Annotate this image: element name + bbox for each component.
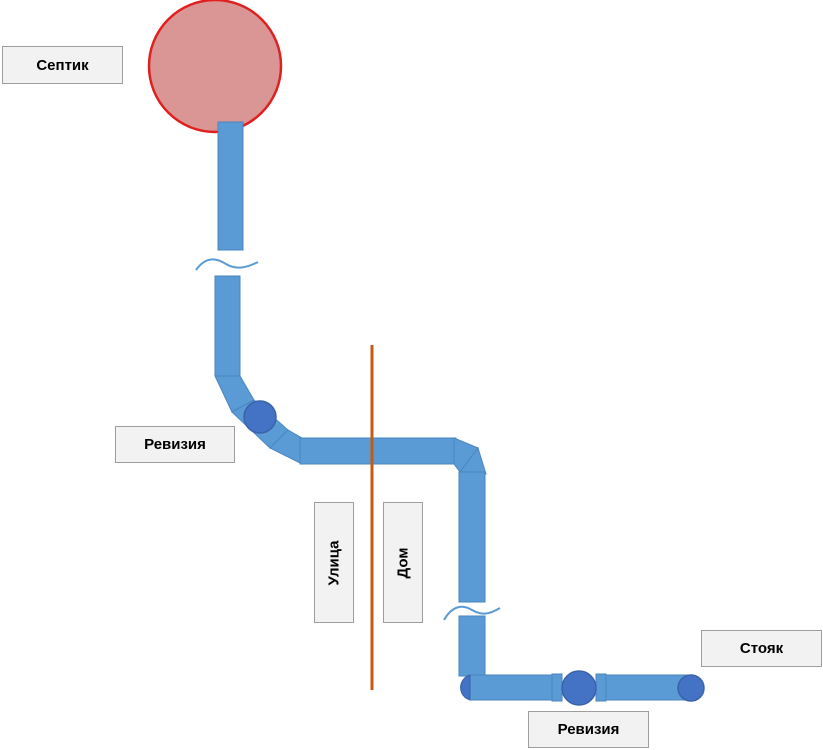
label-revision-top: Ревизия (115, 426, 235, 463)
revision-fitting-bottom (561, 670, 597, 706)
riser-fitting (677, 674, 705, 702)
label-revision-bottom: Ревизия (528, 711, 649, 748)
label-riser: Стояк (701, 630, 822, 667)
pipe-corner-fitting (460, 674, 471, 701)
label-house: Дом (383, 502, 423, 623)
pipe-segment-vertical-2 (458, 471, 486, 603)
pipe-segment-vertical (214, 275, 241, 377)
pipe-segment-bottom (469, 674, 553, 701)
pipe-segment-top (217, 121, 244, 251)
label-street: Улица (314, 502, 354, 623)
septic-tank (147, 0, 283, 134)
label-street-text: Улица (325, 540, 343, 585)
pipe-segment-horizontal (299, 437, 457, 465)
pipe-coupling (551, 673, 563, 702)
revision-fitting-top (243, 400, 277, 434)
pipe-break-mark-bottom (443, 605, 501, 621)
label-septic: Септик (2, 46, 123, 84)
pipe-segment-vertical-3 (458, 615, 486, 677)
pipe-segment-bottom-2 (595, 673, 607, 702)
pipe-segment-bottom-3 (605, 674, 689, 701)
label-house-text: Дом (394, 547, 412, 578)
pipe-break-mark-top (195, 258, 259, 271)
